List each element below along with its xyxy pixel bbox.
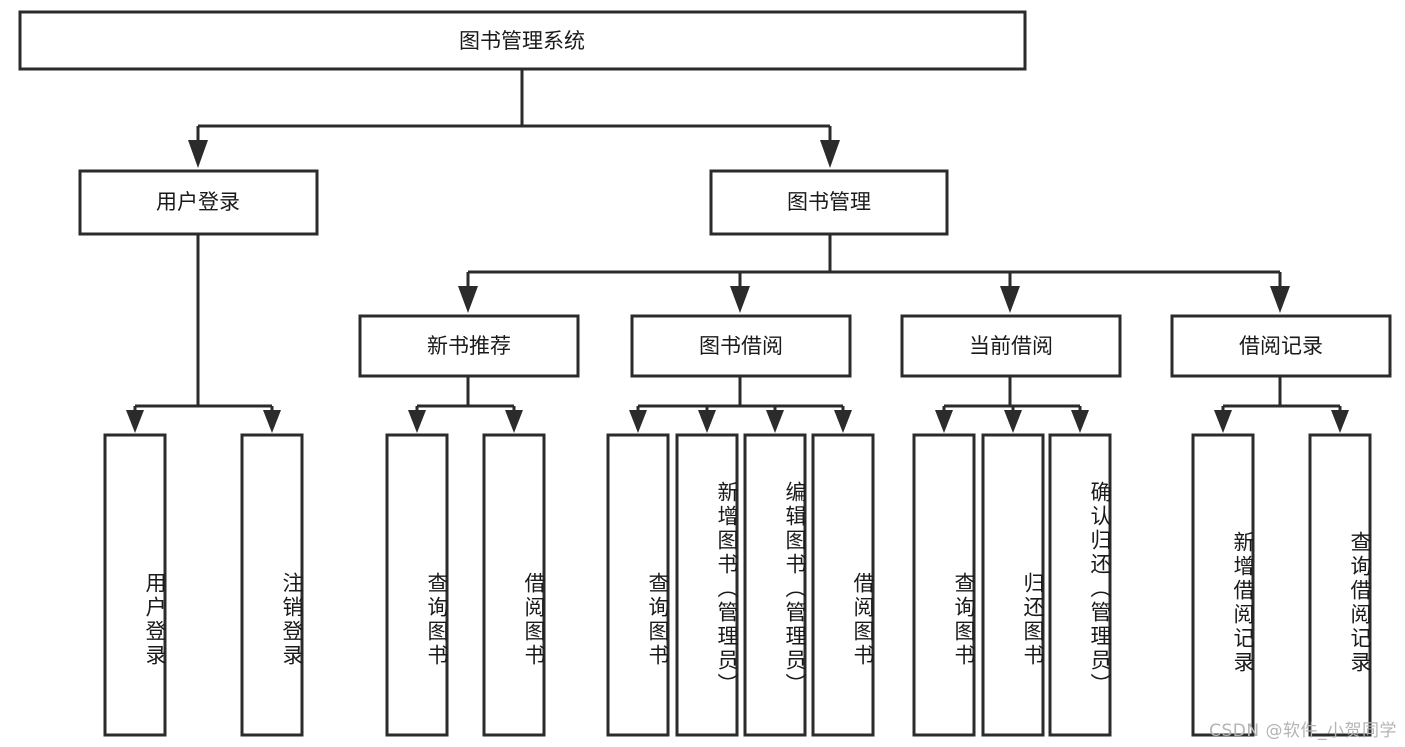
node-l2-book-manage-box[interactable] [709, 169, 949, 236]
node-root-label: 图书管理系统 [459, 29, 585, 53]
node-l3-book-borrow-label: 图书借阅 [699, 334, 783, 358]
connector-group-book-borrow-to-leaves [629, 376, 852, 433]
node-leaf-borrow-book-2-box[interactable] [811, 433, 875, 737]
csdn-watermark: CSDN @软件_小贺同学 [1209, 721, 1397, 741]
node-leaf-add-record-box[interactable] [1191, 433, 1255, 737]
node-l3-new-book-rec-box[interactable] [358, 314, 580, 378]
node-leaf-borrow-book-1-box[interactable] [482, 433, 546, 737]
arrow-head-borrow-record [1270, 286, 1290, 313]
node-l3-borrow-record-label: 借阅记录 [1239, 334, 1323, 358]
node-l2-book-manage[interactable]: 图书管理 [709, 169, 949, 236]
node-l3-book-borrow-box[interactable] [630, 314, 852, 378]
node-leaf-user-logout-box[interactable] [240, 433, 304, 737]
node-leaf-edit-book-box[interactable] [743, 433, 807, 737]
node-l2-book-manage-label: 图书管理 [787, 190, 871, 214]
arrow-head-leaf-return-book [1004, 410, 1022, 433]
node-leaf-query-book-2-box[interactable] [606, 433, 670, 737]
node-leaf-add-book-box[interactable] [675, 433, 739, 737]
connector-group-book-manage-to-level3 [458, 234, 1290, 313]
node-leaf-query-book-3-box[interactable] [912, 433, 976, 737]
node-leaf-user-login-box[interactable] [103, 433, 167, 737]
arrow-head-current-borrow [1000, 286, 1020, 313]
node-l2-user-login-box[interactable] [78, 169, 319, 236]
node-l3-current-borrow-label: 当前借阅 [969, 334, 1053, 358]
arrow-head-leaf-add-record [1214, 410, 1232, 433]
node-l3-borrow-record-box[interactable] [1170, 314, 1392, 378]
arrow-head-leaf-query-book-2 [629, 410, 647, 433]
arrow-head-leaf-edit-book [766, 410, 784, 433]
node-leaf-return-book-box[interactable] [981, 433, 1045, 737]
arrow-head-leaf-confirm-return [1071, 410, 1089, 433]
arrow-head-leaf-query-record [1331, 410, 1349, 433]
node-root[interactable]: 图书管理系统 [18, 10, 1027, 71]
node-leaf-query-record-box[interactable] [1308, 433, 1372, 737]
connector-group-borrow-record-to-leaves [1214, 376, 1349, 433]
arrow-head-leaf-user-login [126, 410, 144, 433]
node-l3-current-borrow-box[interactable] [900, 314, 1122, 378]
node-l2-user-login[interactable]: 用户登录 [78, 169, 319, 236]
node-l3-book-borrow[interactable]: 图书借阅 [630, 314, 852, 378]
node-root-box[interactable] [18, 10, 1027, 71]
node-l3-current-borrow[interactable]: 当前借阅 [900, 314, 1122, 378]
connector-group-new-book-rec-to-leaves [408, 376, 523, 433]
arrow-head-book-borrow [730, 286, 750, 313]
arrow-head-user-login [188, 140, 208, 168]
arrow-head-leaf-user-logout [263, 410, 281, 433]
node-leaf-query-book-1-box[interactable] [385, 433, 449, 737]
node-l2-user-login-label: 用户登录 [156, 190, 240, 214]
connector-group-current-borrow-to-leaves [935, 376, 1089, 433]
node-leaf-confirm-return-box[interactable] [1048, 433, 1112, 737]
arrow-head-new-book-rec [458, 286, 478, 313]
arrow-head-book-manage [820, 140, 840, 168]
arrow-head-leaf-borrow-book-2 [834, 410, 852, 433]
connector-group-user-login-to-leaves [126, 234, 281, 433]
node-l3-new-book-rec-label: 新书推荐 [427, 334, 511, 358]
arrow-head-leaf-query-book-3 [935, 410, 953, 433]
connector-group-root-to-level2 [188, 69, 840, 168]
node-l3-new-book-rec[interactable]: 新书推荐 [358, 314, 580, 378]
arrow-head-leaf-query-book-1 [408, 410, 426, 433]
arrow-head-leaf-add-book [698, 410, 716, 433]
arrow-head-leaf-borrow-book-1 [505, 410, 523, 433]
node-l3-borrow-record[interactable]: 借阅记录 [1170, 314, 1392, 378]
